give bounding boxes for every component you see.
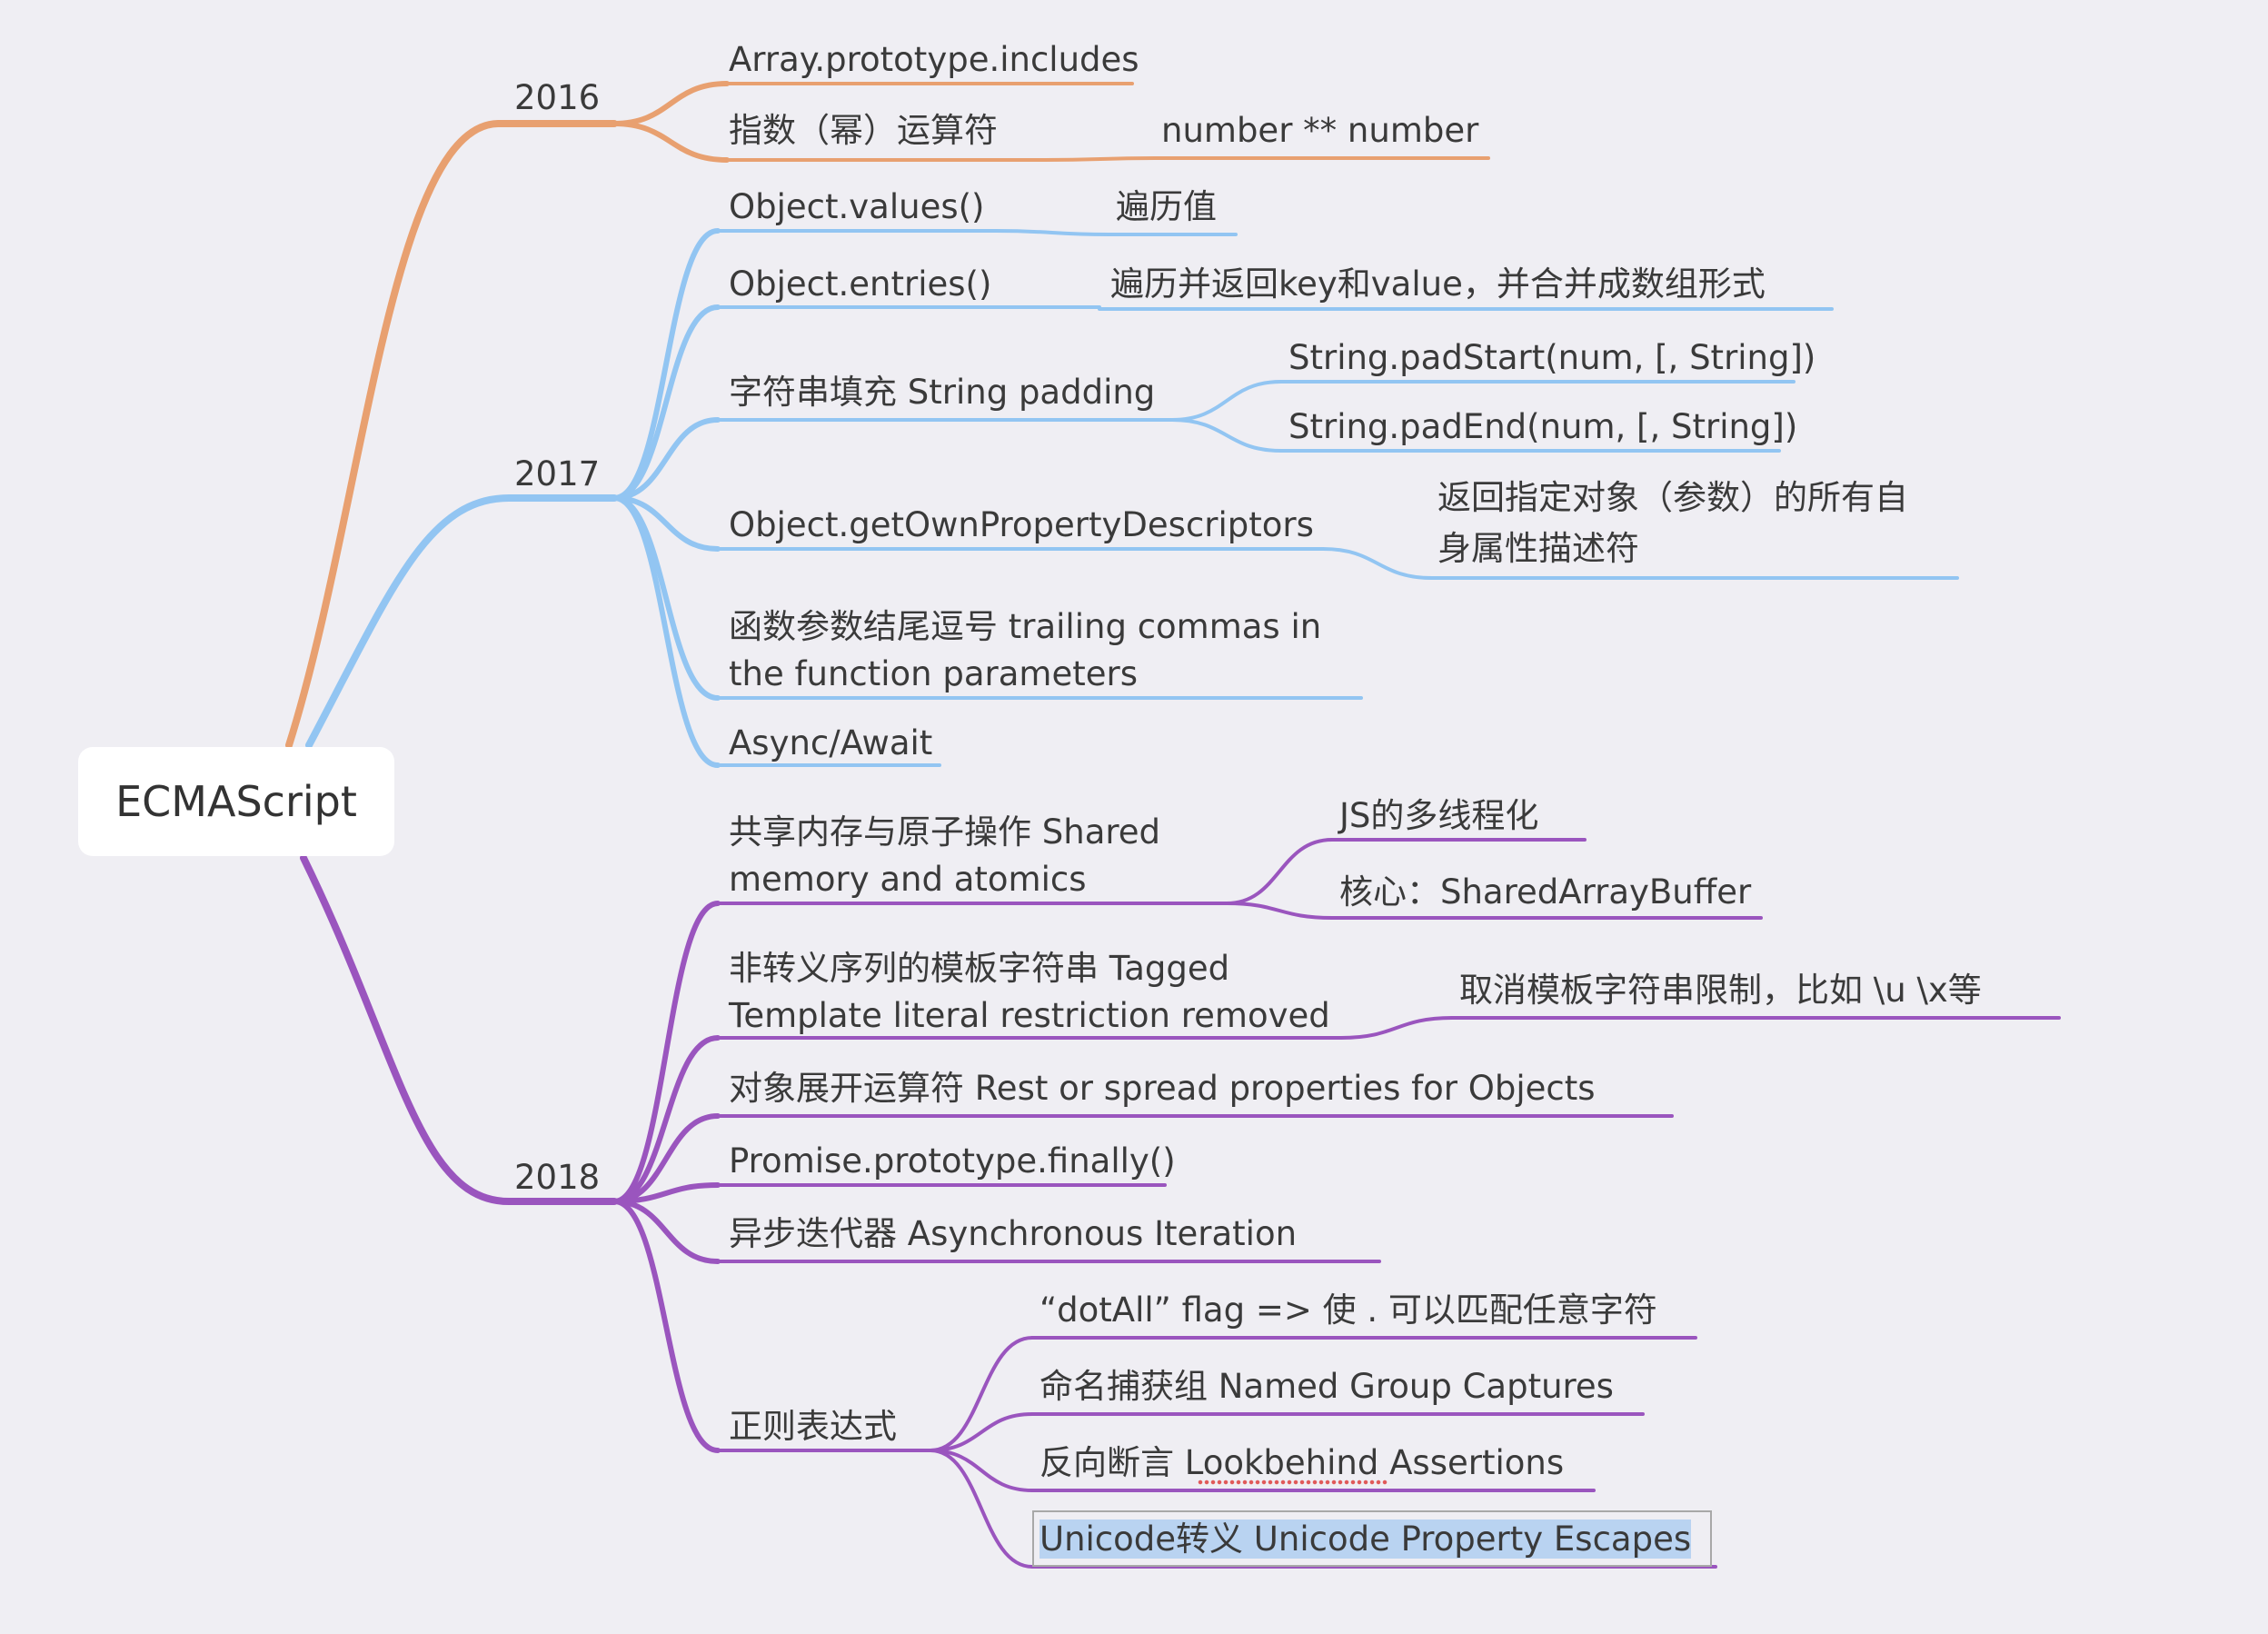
- edge-2018-shared-memory: [612, 901, 721, 1204]
- node-object-values-detail[interactable]: 遍历值: [1116, 187, 1217, 226]
- edge-2017-commas: [612, 495, 721, 701]
- edge-template-detail: [1339, 1016, 1454, 1040]
- edge-regexp-lookbehind: [929, 1449, 1034, 1492]
- node-trailing-commas-line1[interactable]: 函数参数结尾逗号 trailing commas in: [729, 607, 1322, 646]
- edge-values-detail: [994, 229, 1110, 236]
- edge-2018-regexp: [612, 1199, 721, 1453]
- edge-2017-async: [612, 495, 721, 768]
- edge-regexp-named: [929, 1412, 1034, 1452]
- node-object-spread[interactable]: 对象展开运算符 Rest or spread properties for Ob…: [729, 1069, 1596, 1108]
- edge-padding-padend: [1170, 418, 1283, 453]
- node-shared-memory-line2[interactable]: memory and atomics: [729, 860, 1087, 899]
- edge-exponent-detail: [1043, 156, 1158, 162]
- node-descriptors-detail-line2[interactable]: 身属性描述符: [1437, 529, 1639, 568]
- node-dotall-flag[interactable]: “dotAll” flag => 使 . 可以匹配任意字符: [1040, 1290, 1657, 1330]
- root-node[interactable]: ECMAScript: [78, 747, 394, 856]
- node-array-includes[interactable]: Array.prototype.includes: [729, 40, 1139, 79]
- node-async-iteration[interactable]: 异步迭代器 Asynchronous Iteration: [729, 1214, 1298, 1253]
- node-trailing-commas-line2[interactable]: the function parameters: [729, 654, 1138, 693]
- edge-2017-descriptors: [612, 495, 721, 552]
- edge-2016-exponent: [612, 121, 730, 163]
- selected-node-text: Unicode转义 Unicode Property Escapes: [1040, 1519, 1692, 1559]
- year-2018-node[interactable]: 2018: [514, 1158, 601, 1197]
- edge-shared-multithread: [1225, 838, 1334, 905]
- node-padend[interactable]: String.padEnd(num, [, String]): [1288, 407, 1798, 446]
- root-label: ECMAScript: [115, 777, 357, 826]
- edge-padding-padstart: [1170, 380, 1283, 422]
- node-exponent-operator[interactable]: 指数（幂）运算符: [729, 111, 998, 150]
- node-exponent-detail[interactable]: number ** number: [1161, 111, 1479, 150]
- edge-shared-sab: [1225, 902, 1334, 920]
- node-js-multithreading[interactable]: JS的多线程化: [1339, 796, 1539, 835]
- node-object-values[interactable]: Object.values(): [729, 187, 985, 226]
- year-2017-node[interactable]: 2017: [514, 454, 601, 493]
- year-2016-node[interactable]: 2016: [514, 78, 601, 117]
- node-sharedarraybuffer[interactable]: 核心：SharedArrayBuffer: [1339, 872, 1752, 912]
- node-template-literal-line1[interactable]: 非转义序列的模板字符串 Tagged: [729, 949, 1230, 988]
- edge-descriptors-detail: [1321, 547, 1434, 580]
- node-named-group-captures[interactable]: 命名捕获组 Named Group Captures: [1040, 1367, 1614, 1406]
- edge-2016-includes: [612, 81, 730, 126]
- edge-2018-async-iter: [612, 1199, 721, 1264]
- edge-regexp-dotall: [929, 1336, 1034, 1452]
- edge-2017-padding: [612, 417, 721, 501]
- node-template-literal-detail[interactable]: 取消模板字符串限制，比如 \u \x等: [1459, 971, 1982, 1010]
- node-promise-finally[interactable]: Promise.prototype.finally(): [729, 1141, 1176, 1181]
- node-shared-memory-line1[interactable]: 共享内存与原子操作 Shared: [729, 812, 1161, 852]
- selected-node-frame: [1032, 1510, 1712, 1567]
- node-async-await[interactable]: Async/Await: [729, 723, 933, 762]
- edge-2017-entries: [612, 304, 721, 501]
- node-getownpropertydescriptors[interactable]: Object.getOwnPropertyDescriptors: [729, 505, 1314, 544]
- node-padstart[interactable]: String.padStart(num, [, String]): [1288, 338, 1816, 377]
- node-unicode-property-escapes[interactable]: Unicode转义 Unicode Property Escapes: [1040, 1516, 1692, 1563]
- node-descriptors-detail-line1[interactable]: 返回指定对象（参数）的所有自: [1437, 478, 1908, 517]
- edge-regexp-unicode: [929, 1449, 1034, 1569]
- edge-root-2016: [285, 120, 618, 749]
- node-object-entries-detail[interactable]: 遍历并返回key和value，并合并成数组形式: [1110, 264, 1766, 304]
- spellcheck-underline: [1198, 1480, 1388, 1485]
- edge-root-2017: [305, 494, 618, 749]
- node-template-literal-line2[interactable]: Template literal restriction removed: [729, 996, 1330, 1035]
- edge-2018-template: [612, 1035, 721, 1204]
- node-lookbehind-assertions[interactable]: 反向断言 Lookbehind Assertions: [1040, 1443, 1565, 1482]
- node-regexp[interactable]: 正则表达式: [729, 1407, 897, 1446]
- edge-2018-spread: [612, 1113, 721, 1204]
- node-object-entries[interactable]: Object.entries(): [729, 264, 992, 304]
- edge-root-2018: [300, 854, 618, 1205]
- node-string-padding[interactable]: 字符串填充 String padding: [729, 373, 1156, 412]
